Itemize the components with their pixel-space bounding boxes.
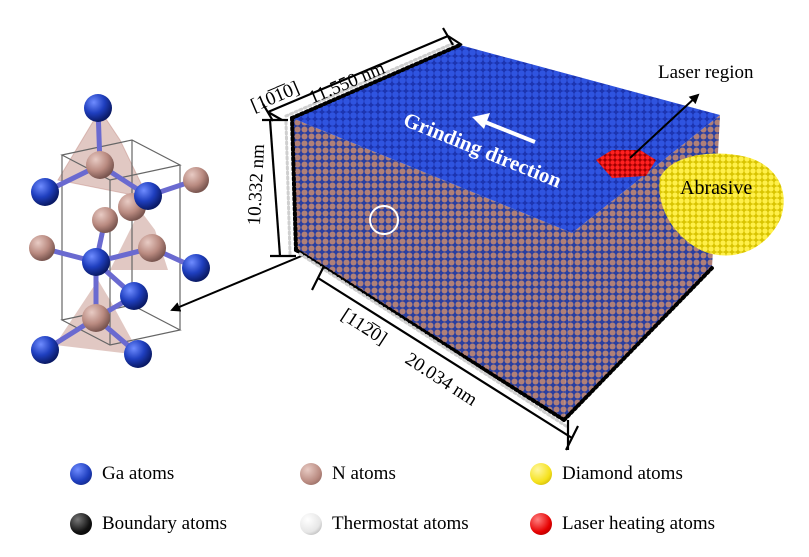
legend-item-diamond: Diamond atoms xyxy=(530,463,683,485)
legend-label: Ga atoms xyxy=(102,463,175,484)
zoom-circle xyxy=(369,205,399,235)
ga-atom-swatch xyxy=(70,463,92,485)
legend-item-boundary: Boundary atoms xyxy=(70,513,227,535)
legend-label: Laser heating atoms xyxy=(562,513,716,534)
laser-region-marker xyxy=(596,150,656,178)
laser-region-label: Laser region xyxy=(658,62,754,83)
diamond-atom-swatch xyxy=(530,463,552,485)
legend-label: Boundary atoms xyxy=(102,513,228,534)
abrasive-label: Abrasive xyxy=(680,177,752,199)
grinding-arrow xyxy=(484,120,536,144)
legend-item-laser: Laser heating atoms xyxy=(530,513,715,535)
legend-item-n: N atoms xyxy=(300,463,396,485)
n-atom-swatch xyxy=(300,463,322,485)
legend-label: Diamond atoms xyxy=(562,463,683,484)
legend-item-ga: Ga atoms xyxy=(70,463,174,485)
legend: Ga atoms N atoms Diamond atoms Boundary … xyxy=(0,455,809,555)
laser-atom-swatch xyxy=(530,513,552,535)
boundary-atom-swatch xyxy=(70,513,92,535)
legend-label: N atoms xyxy=(332,463,396,484)
workpiece-block xyxy=(284,41,720,428)
height-label: 10.332 nm xyxy=(244,143,269,225)
legend-item-thermostat: Thermostat atoms xyxy=(300,513,469,535)
abrasive xyxy=(659,153,784,256)
bottom-direction-label: [112̅0] xyxy=(337,305,390,350)
thermostat-atom-swatch xyxy=(300,513,322,535)
top-direction-label: [10̅1̅0] xyxy=(248,77,303,116)
laser-arrow xyxy=(629,93,700,159)
legend-label: Thermostat atoms xyxy=(332,513,469,534)
dimension-lines xyxy=(262,27,579,451)
unit-cell xyxy=(29,94,210,368)
